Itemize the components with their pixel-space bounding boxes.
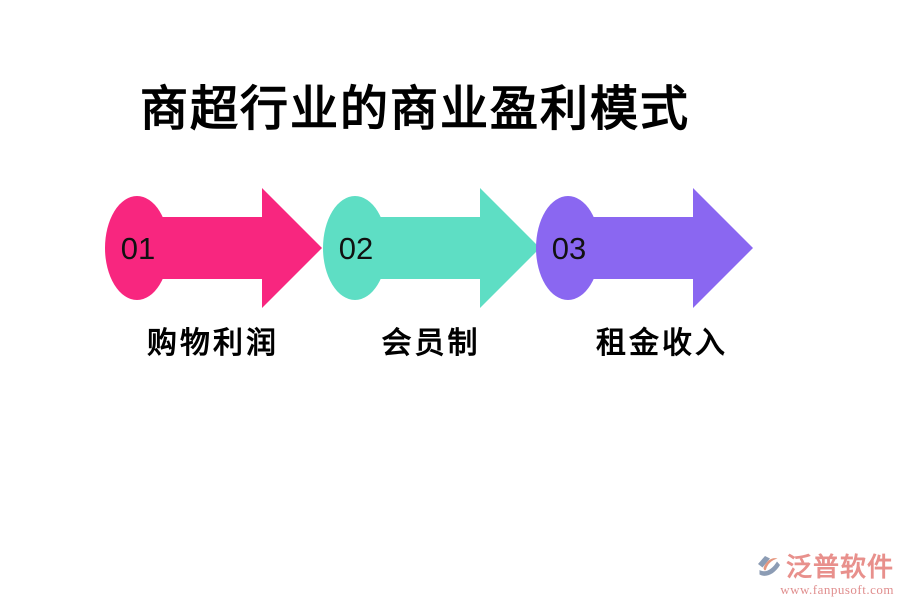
arrow-shape-1 — [105, 188, 322, 308]
arrow-head-2 — [480, 188, 540, 308]
step-arrow-3: 03 — [535, 186, 755, 310]
step-label-3: 租金收入 — [596, 327, 728, 360]
step-arrow-1: 01 — [104, 186, 324, 310]
arrow-shape-2 — [323, 188, 540, 308]
watermark-brand: 泛普软件 — [785, 553, 894, 582]
step-number-1: 01 — [121, 231, 155, 266]
arrow-shaft-1 — [137, 217, 263, 279]
arrow-graphic-2: 02 — [323, 188, 540, 308]
fanpu-logo-icon — [757, 556, 780, 576]
arrow-head-1 — [262, 188, 322, 308]
step-label-2: 会员制 — [381, 327, 481, 360]
arrow-shaft-3 — [568, 217, 694, 279]
arrow-head-3 — [693, 188, 753, 308]
step-number-3: 03 — [552, 231, 586, 266]
watermark: 泛普软件 www.fanpusoft.com — [756, 555, 894, 596]
arrow-graphic-3: 03 — [536, 188, 753, 308]
step-arrow-2: 02 — [322, 186, 542, 310]
logo-shape — [757, 556, 780, 576]
watermark-url: www.fanpusoft.com — [780, 582, 894, 597]
page-title: 商超行业的商业盈利模式 — [140, 83, 691, 136]
arrow-graphic-1: 01 — [105, 188, 322, 308]
arrow-shape-3 — [536, 188, 753, 308]
step-label-1: 购物利润 — [147, 327, 279, 360]
arrow-shaft-2 — [355, 217, 481, 279]
logo-accent — [763, 558, 778, 571]
watermark-brand-row: 泛普软件 — [756, 555, 894, 581]
step-number-2: 02 — [339, 231, 373, 266]
